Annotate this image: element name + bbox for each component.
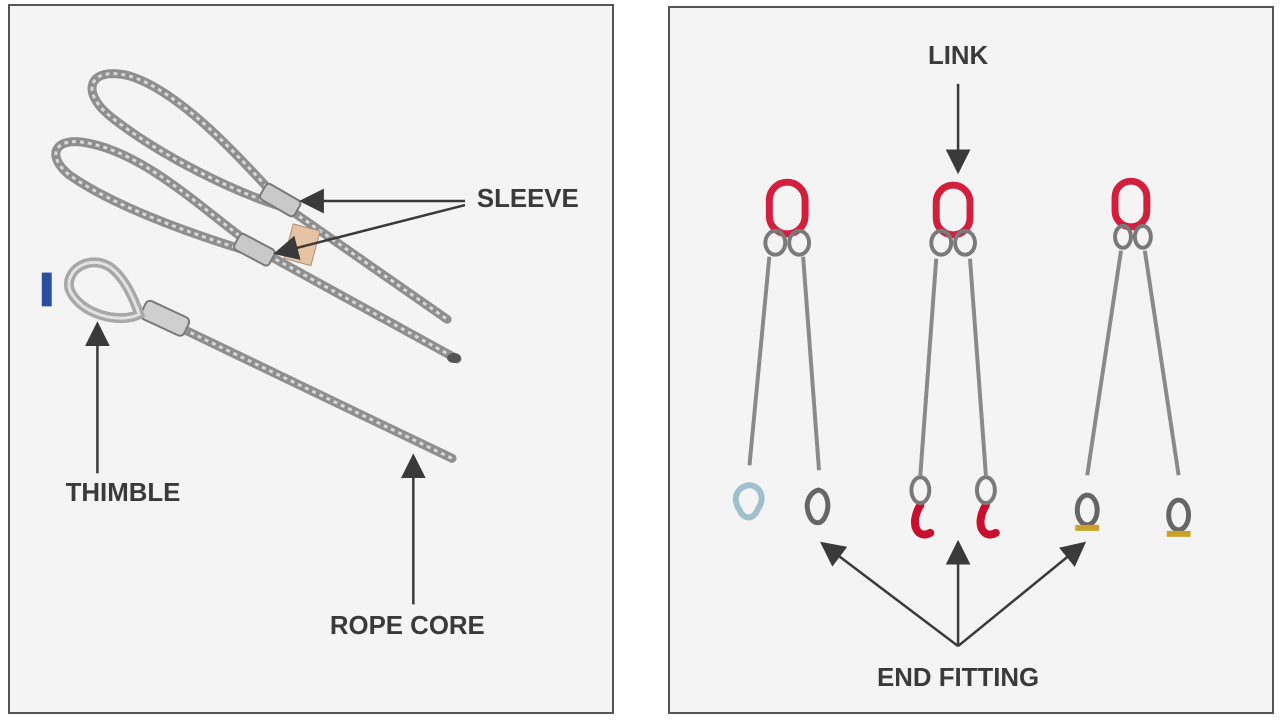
label-link: LINK [928, 42, 989, 70]
wire-rope-thimble [41, 257, 457, 463]
label-thimble: THIMBLE [66, 479, 181, 507]
sling-shackle-ends [1074, 177, 1192, 537]
rope-components-illustration: SLEEVE THIMBLE ROPE CORE [41, 69, 579, 640]
shackle-icon [1166, 497, 1192, 533]
panel-rope-components: SLEEVE THIMBLE ROPE CORE [8, 4, 614, 714]
label-sleeve: SLEEVE [477, 185, 579, 213]
arrow-end-fitting-left [820, 541, 959, 648]
sleeve-thimble [139, 299, 191, 337]
label-end-fitting: END FITTING [877, 664, 1039, 692]
sleeve-middle [233, 232, 276, 267]
sling-assemblies-illustration: LINK END FITTING [732, 42, 1192, 692]
master-link [932, 181, 974, 239]
wire-rope-upper [87, 69, 452, 324]
arrow-sleeve-middle [273, 203, 466, 260]
tag-icon [283, 223, 321, 267]
sling-hook-ends [909, 181, 1000, 539]
sling-thimble-ends [732, 178, 831, 526]
thimble-eye-right [804, 487, 831, 526]
rope-end-cap [447, 353, 462, 363]
panel-sling-assemblies: LINK END FITTING [668, 6, 1274, 714]
wire-rope-middle [51, 137, 462, 364]
hook-icon [911, 501, 935, 539]
label-rope-core: ROPE CORE [330, 612, 485, 640]
sleeve-upper [258, 182, 302, 218]
shackle-icon [1074, 492, 1100, 528]
thimble-eye-left [732, 482, 765, 521]
master-link [1111, 177, 1151, 231]
clip-icon [41, 272, 52, 307]
master-link [765, 178, 809, 238]
hook-icon [976, 501, 1000, 539]
arrow-end-fitting-right [957, 541, 1087, 648]
